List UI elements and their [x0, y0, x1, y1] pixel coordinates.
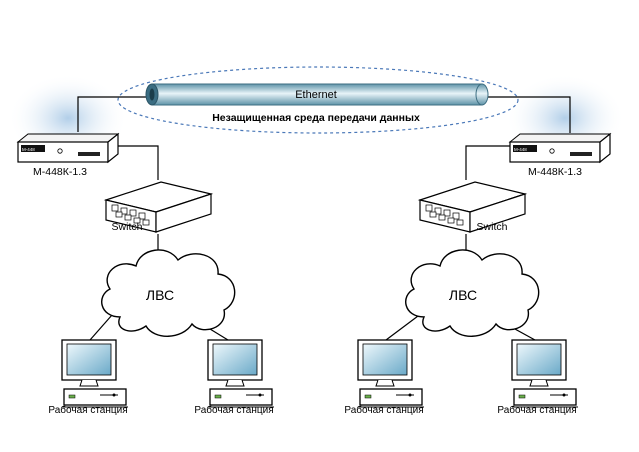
- medium-ellipse: [117, 66, 519, 134]
- right-workstation-2: [511, 339, 579, 408]
- right-switch-label: Switch: [477, 221, 508, 233]
- left-workstation-2: [207, 339, 275, 408]
- right-workstation-1: [357, 339, 425, 408]
- left-lan-label: ЛВС: [146, 287, 174, 303]
- left-workstation-1: [61, 339, 129, 408]
- ethernet-cable: [145, 83, 489, 106]
- left-device-badge: M-448: [22, 147, 35, 152]
- right-lan-label: ЛВС: [449, 287, 477, 303]
- right-device-switch-line: [465, 145, 513, 180]
- ethernet-label: Ethernet: [295, 89, 337, 101]
- right-device-label: М-448К-1.3: [528, 166, 582, 178]
- right-lan-ws1-line: [385, 315, 419, 341]
- left-switch-label: Switch: [112, 221, 143, 233]
- left-uplink-line: [77, 96, 150, 132]
- left-lan-ws1-line: [89, 314, 113, 341]
- left-device-label: М-448К-1.3: [33, 166, 87, 178]
- right-workstation-1-label: Рабочая станция: [344, 404, 423, 416]
- right-workstation-2-label: Рабочая станция: [497, 404, 576, 416]
- right-device-badge: M-448: [514, 147, 527, 152]
- medium-label: Незащищенная среда передачи данных: [212, 112, 420, 124]
- left-workstation-1-label: Рабочая станция: [48, 404, 127, 416]
- right-uplink-line: [488, 96, 571, 133]
- left-device-switch-line: [118, 145, 159, 180]
- right-m448-device: M-448: [509, 133, 611, 163]
- right-switch: [419, 181, 526, 233]
- left-m448-device: M-448: [17, 133, 119, 163]
- left-workstation-2-label: Рабочая станция: [194, 404, 273, 416]
